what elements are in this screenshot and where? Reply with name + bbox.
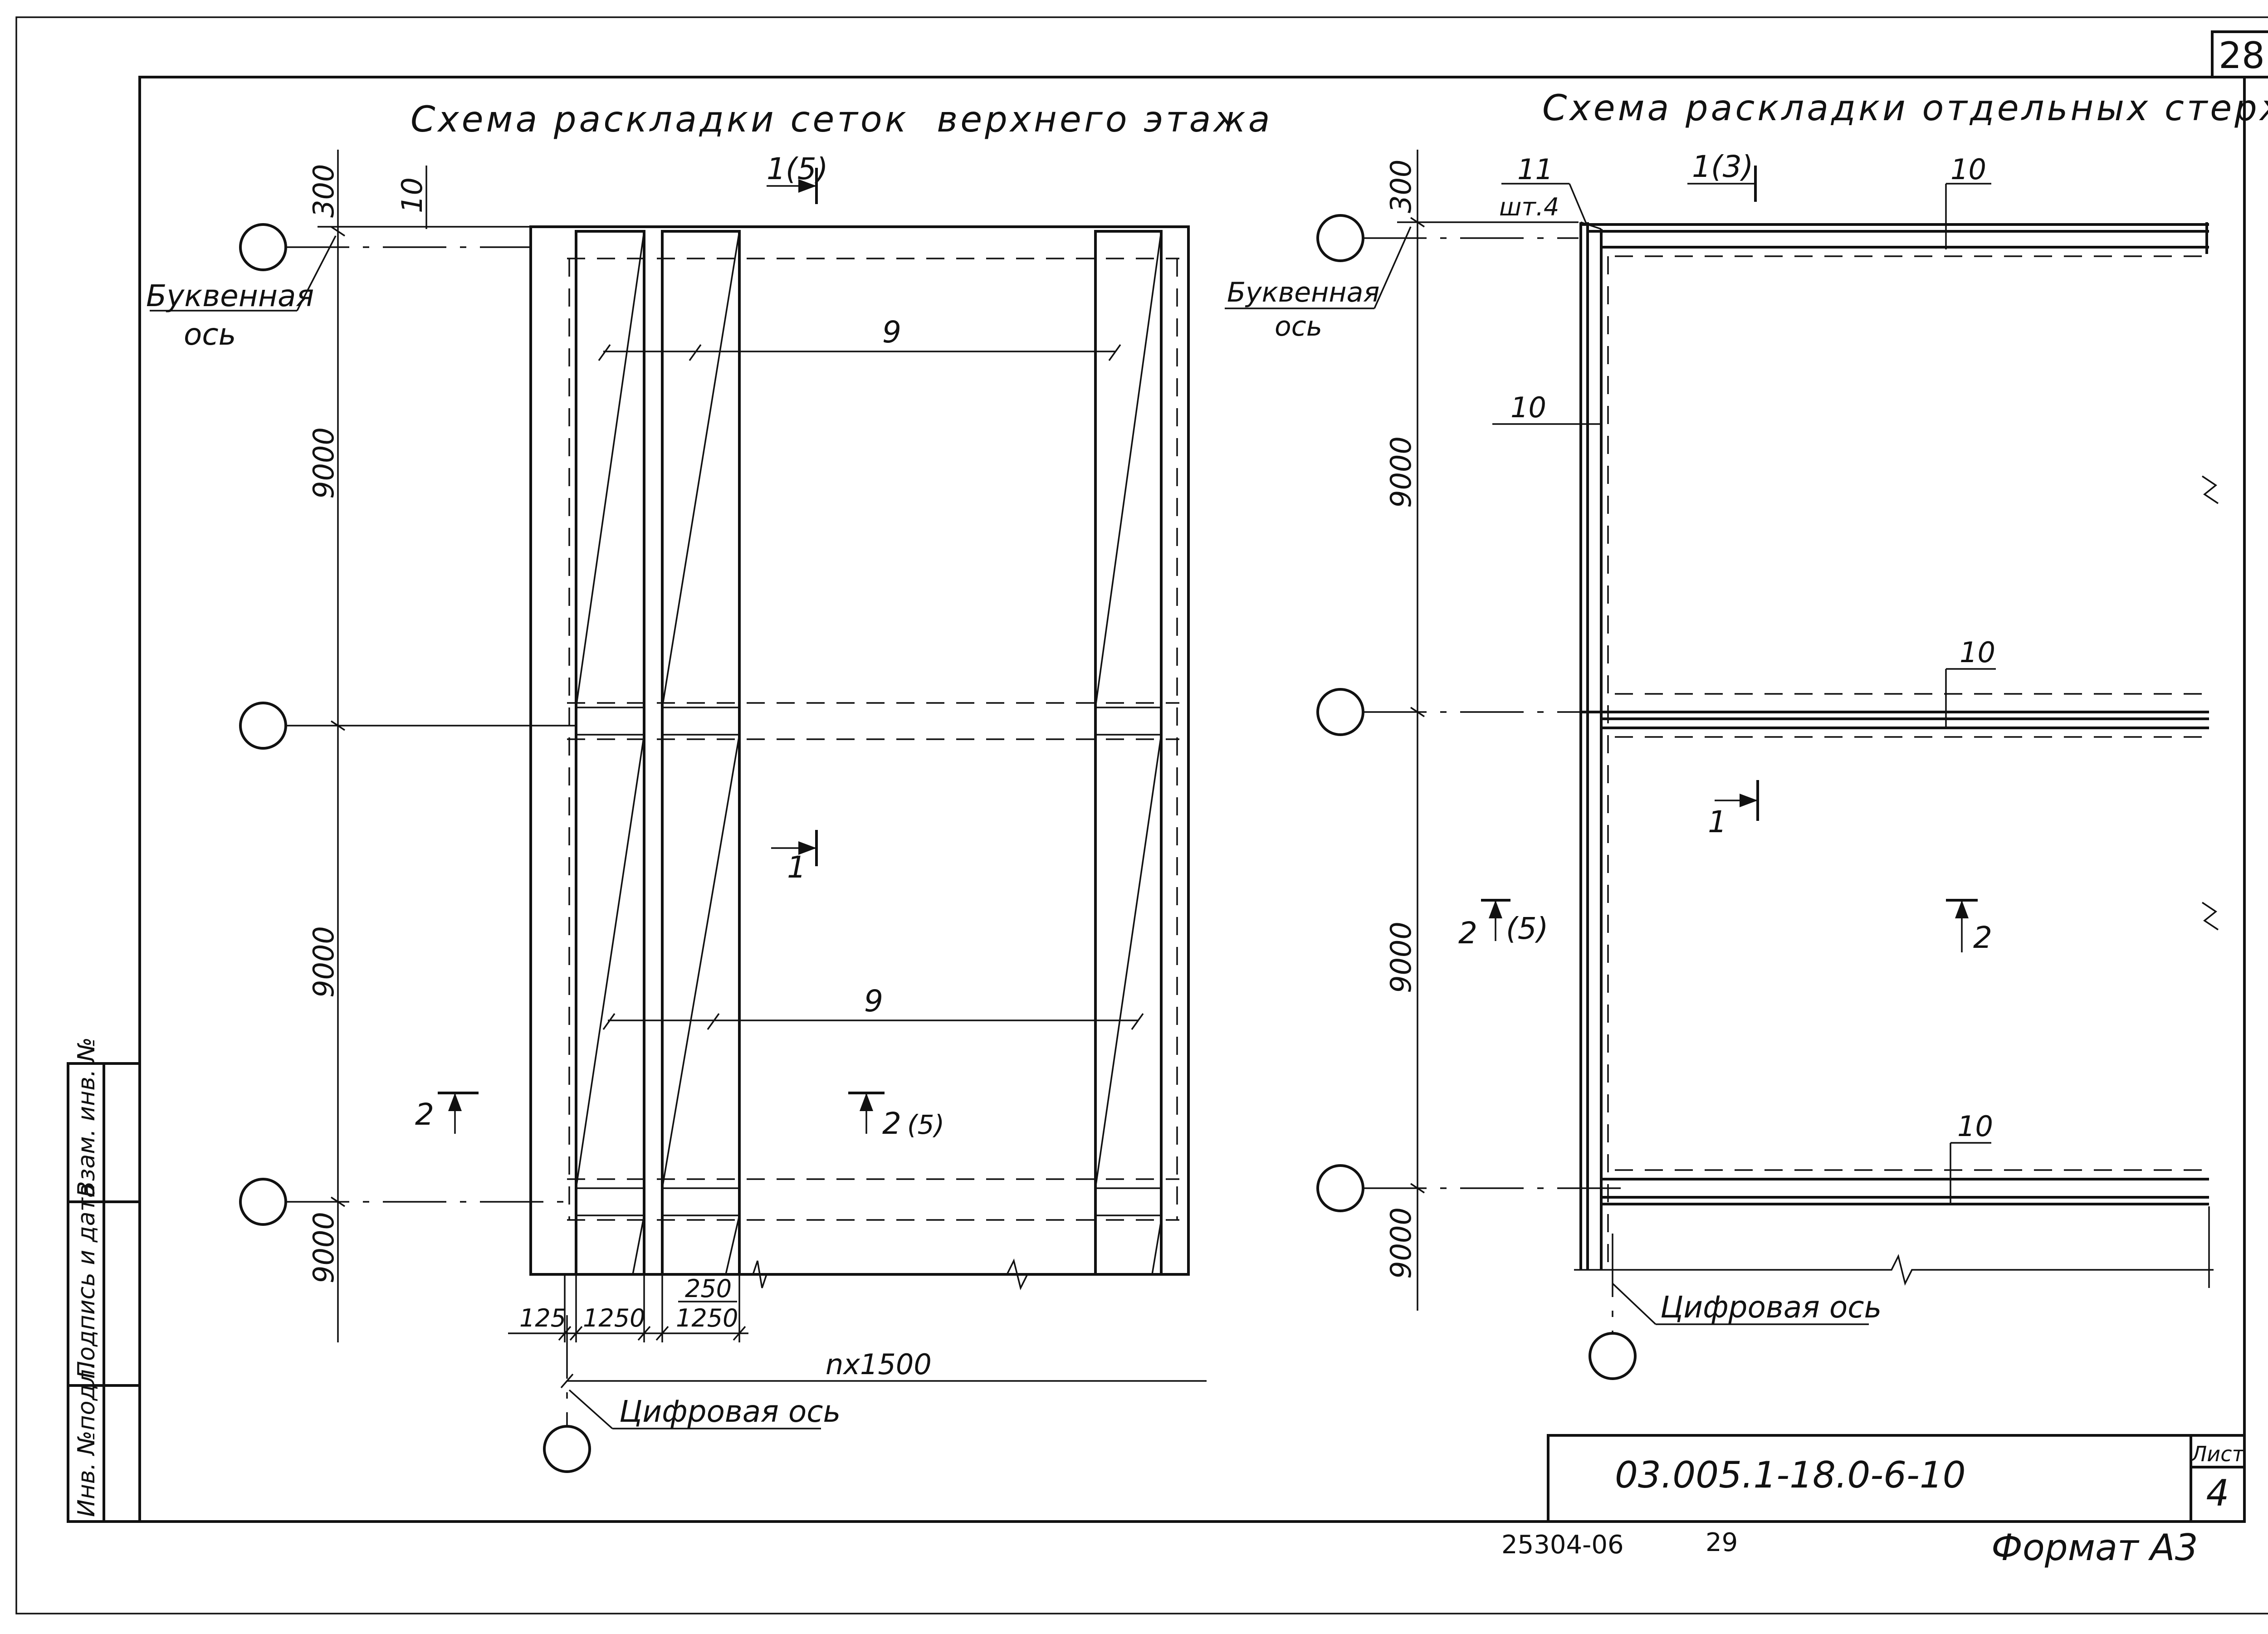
left-dashed-mesh-lines [567,258,1179,1221]
left-scheme-title: Схема раскладки сеток верхнего этажа [411,99,1273,140]
left-mesh-mark-top-label: 9 [882,315,901,350]
left-vertical-dimension-line [318,150,531,1342]
left-slab-outline [529,225,1190,1276]
left-digit-axis-label: Цифровая ось [619,1394,841,1429]
title-block [1547,1434,2246,1523]
left-mesh-mark-bottom-label: 9 [864,984,883,1019]
right-digit-axis-label: Цифровая ось [1660,1290,1882,1325]
stamp-replacement-cell: Взам. инв. № [73,1037,100,1197]
right-edge-break-marks [2202,475,2219,1288]
left-top-callout: 10 [396,177,429,213]
right-letter-axis-label-2: ось [1275,311,1322,342]
document-code: 03.005.1-18.0-6-10 [1615,1454,1966,1496]
format-label: Формат A3 [1991,1527,2198,1569]
right-digit-axis-leader [1612,1283,1657,1325]
right-section-mark-left-label: 2 [1458,916,1477,951]
left-bottom-dim-125: 125 [519,1304,566,1332]
left-bottom-dim-1250-b: 1250 [676,1304,738,1332]
left-mesh-strip-2 [661,230,741,1276]
sheet-label: Лист [2190,1442,2245,1466]
right-slab-bars [1579,221,2209,1270]
left-section-mark-center-label: 2 [882,1106,901,1141]
right-section-mark-middle [1715,780,1759,821]
right-bar-callout-bottom [1950,1142,1991,1204]
right-bar-callout-middle [1945,668,1996,728]
right-scheme-title: Схема раскладки отдельных стержней [1542,88,2268,129]
left-span-dimension-tick [560,1373,574,1389]
left-span-dimension: nx1500 [826,1348,932,1381]
right-corner-callout-leader [1569,183,1589,227]
stamp-inventory-cell: Инв. №подл. [73,1362,100,1517]
right-section-mark-middle-label: 1 [1708,805,1727,839]
left-section-mark-left [438,1092,479,1134]
right-letter-axis-leader [1374,226,1412,309]
left-axis-bubbles [239,223,591,1473]
left-letter-axis-leader [296,235,337,311]
left-mesh-mark-bottom [602,1013,1144,1030]
left-letter-axis-label-2: ось [184,317,236,352]
left-letter-axis-label: Буквенная [146,278,314,313]
stamp-signature-cell: Подпись и дата [73,1183,100,1379]
right-section-mark-right-label: 2 [1973,920,1992,955]
left-dim-300: 300 [307,164,340,218]
left-bottom-dim-1250-a: 1250 [583,1304,645,1332]
right-section-mark-top-label: 1(3) [1692,149,1753,184]
right-section-mark-left-ref: (5) [1506,911,1549,946]
right-dim-300: 300 [1384,160,1418,213]
left-bottom-break-line [531,1258,1188,1291]
right-bottom-break-line [1574,1254,2214,1286]
right-section-mark-right [1946,899,1978,952]
left-section-mark-top-label: 1(5) [767,151,828,186]
right-dashed-mesh-lines [1607,255,2204,1270]
sheet-number: 4 [2206,1472,2229,1514]
left-mesh-strip-1 [575,230,645,1276]
left-section-mark-top [767,168,818,204]
side-stamp [67,1062,141,1523]
left-dim-9000-bottom: 9000 [307,1212,340,1283]
right-dim-9000-top: 9000 [1384,436,1418,508]
right-bar-callout-top-label: 10 [1950,153,1986,186]
left-bottom-dimension-chain [508,1274,748,1342]
left-mesh-strip-3 [1094,230,1163,1276]
left-section-mark-left-label: 2 [415,1097,434,1132]
inventory-sheet: 29 [1706,1528,1738,1557]
right-bar-callout-bottom-label: 10 [1957,1110,1993,1143]
left-section-mark-center-ref: (5) [907,1109,944,1140]
right-vertical-dimension-line [1397,150,1579,1311]
right-section-mark-top [1687,166,1757,202]
inventory-code: 25304-06 [1501,1530,1624,1560]
right-dim-9000-mid: 9000 [1384,922,1418,993]
right-grid-axes [1363,237,1656,1333]
right-dim-9000-bottom: 9000 [1384,1207,1418,1279]
left-dim-9000-top: 9000 [307,427,340,499]
left-bottom-dim-250: 250 [685,1274,732,1303]
right-bar-callout-left-label: 10 [1510,391,1546,424]
page-number: 28 [2219,34,2265,77]
right-section-mark-left [1481,899,1510,941]
right-corner-callout-mark: 11 [1517,153,1553,186]
left-dim-9000-mid: 9000 [307,926,340,998]
left-section-mark-center [848,1092,885,1134]
right-bar-callout-middle-label: 10 [1960,636,1995,669]
left-mesh-mark-top [598,344,1121,361]
right-bar-callout-top [1945,183,1991,249]
left-section-mark-middle-label: 1 [787,850,806,885]
right-corner-callout-qty: шт.4 [1499,193,1559,221]
sheet-frame [15,16,2268,1614]
left-section-mark-middle [771,830,818,866]
left-grid-axes [286,246,576,1426]
right-letter-axis-label: Буквенная [1227,277,1380,308]
left-digit-axis-leader [568,1389,613,1429]
